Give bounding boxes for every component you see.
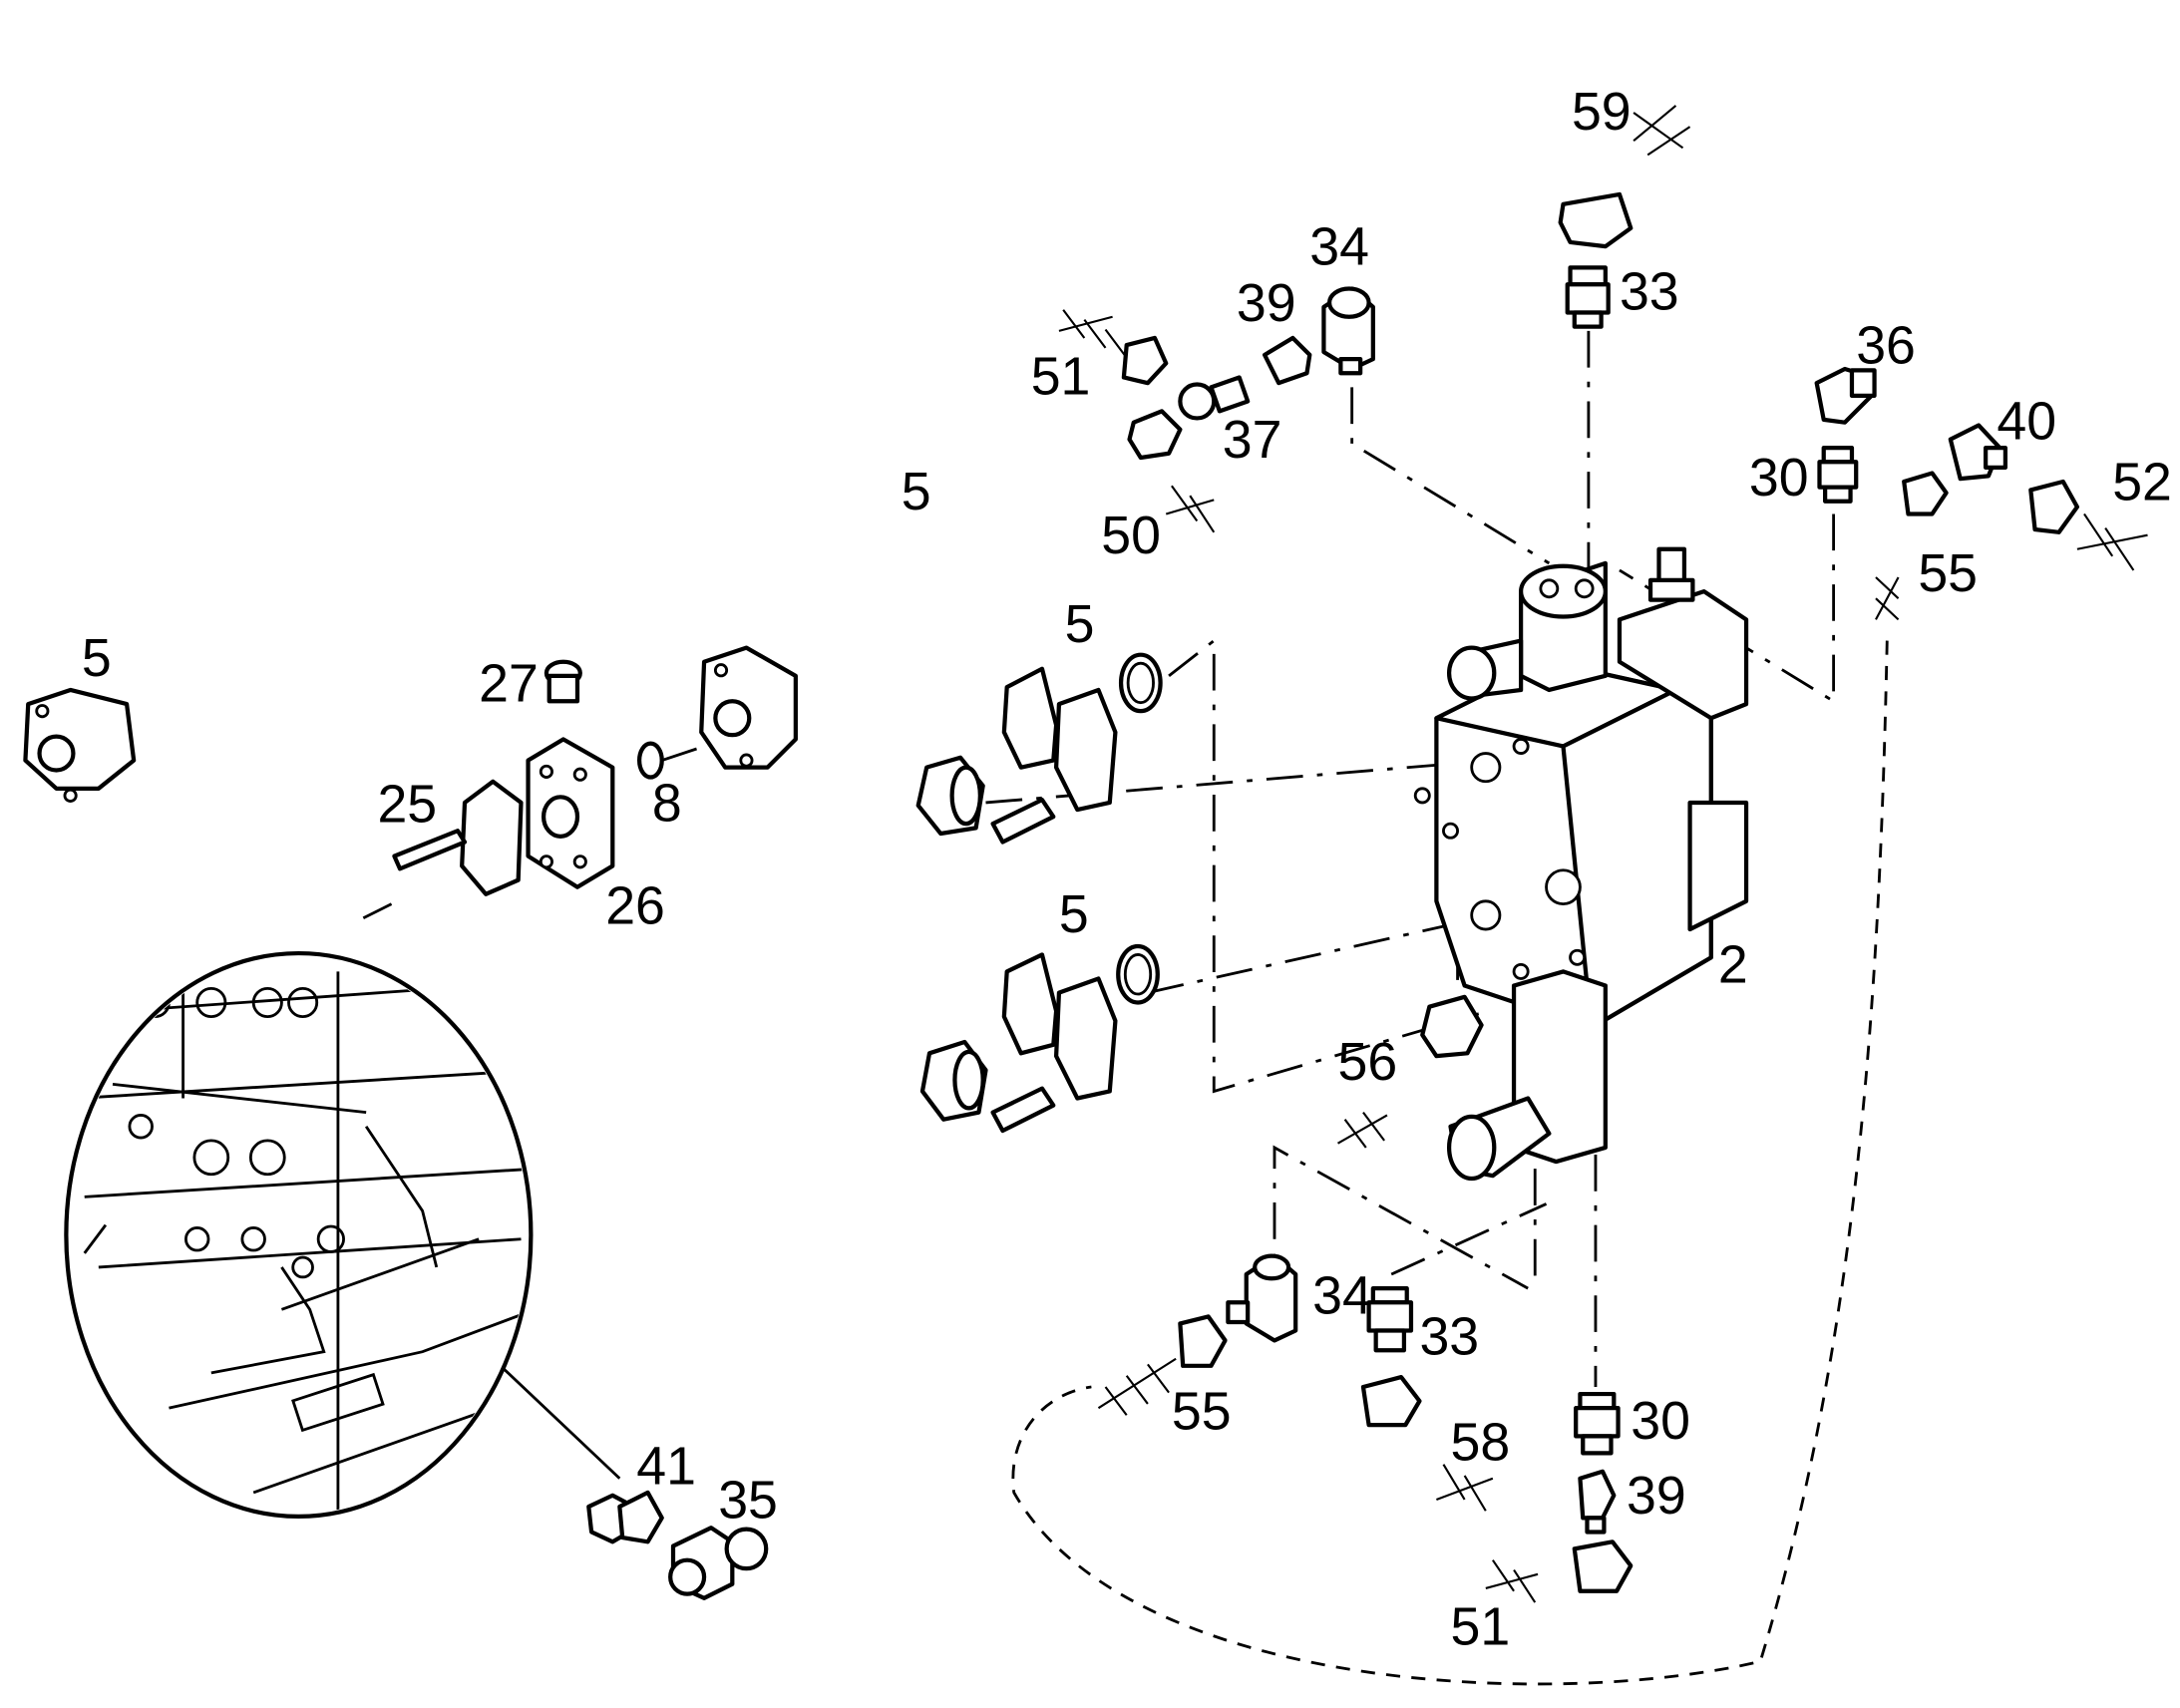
hose-5-upper [535, 195, 985, 874]
flange-clamp-upper [990, 652, 1163, 845]
callout-51-bottom: 51 [1451, 1596, 1511, 1656]
callout-39-top: 39 [1237, 273, 1296, 333]
callout-58: 58 [1451, 1412, 1511, 1472]
banjo-37 [1178, 375, 1251, 421]
hose-55-bottom [1080, 1314, 1228, 1416]
callout-33-top: 33 [1620, 262, 1679, 322]
adapter-39-top [1262, 335, 1312, 386]
callout-30-top: 30 [1749, 448, 1809, 508]
callout-5-flange-lower: 5 [1059, 884, 1089, 944]
callout-59: 59 [1572, 82, 1632, 142]
hose-51-bottom [1467, 1539, 1634, 1625]
tee-34-bottom [1226, 1253, 1298, 1343]
adapter-33-top [1565, 265, 1611, 329]
hose-50 [1121, 409, 1229, 538]
callout-40: 40 [1997, 392, 2056, 452]
callout-36: 36 [1856, 315, 1916, 375]
callout-33-bottom: 33 [1419, 1307, 1479, 1367]
callout-5-left: 5 [82, 628, 112, 688]
callout-56: 56 [1338, 1032, 1398, 1092]
flange-clamp-lower [990, 943, 1160, 1134]
callout-35: 35 [718, 1470, 778, 1530]
callout-55-bottom: 55 [1172, 1381, 1232, 1441]
hose-58 [1360, 1374, 1519, 1526]
callout-30-bottom: 30 [1631, 1391, 1690, 1451]
hose-5-left [23, 683, 988, 1196]
callout-34-top: 34 [1309, 217, 1369, 277]
callout-27: 27 [479, 653, 539, 713]
callout-25: 25 [377, 775, 437, 835]
adapter-39-bottom [1578, 1469, 1617, 1535]
callout-labels: 59 34 39 33 36 51 37 40 5 30 52 50 55 5 … [82, 82, 2172, 1656]
callout-5-top: 5 [902, 462, 931, 521]
adapter-30-bottom [1574, 1391, 1621, 1456]
adapter-33-bottom [1366, 1286, 1414, 1353]
callout-37: 37 [1223, 410, 1282, 470]
elbow-35 [668, 1526, 769, 1600]
callout-41: 41 [636, 1436, 696, 1496]
valve-block-2 [1413, 546, 1749, 1182]
callout-51-top: 51 [1031, 346, 1091, 406]
tee-34-top [1321, 286, 1375, 376]
callout-8: 8 [652, 773, 682, 833]
adapter-41 [586, 1490, 664, 1544]
callout-39-bottom: 39 [1627, 1466, 1686, 1526]
adapter-30-top [1817, 445, 1859, 504]
callout-2: 2 [1718, 935, 1748, 995]
hose-55-top [1873, 471, 1949, 637]
tee-40 [1948, 423, 2008, 482]
callout-52: 52 [2112, 452, 2172, 512]
hose-52 [2028, 479, 2173, 589]
callout-55-right: 55 [1918, 543, 1978, 603]
elbow-36 [1814, 366, 1877, 425]
inset-photo [64, 950, 534, 1520]
callout-26: 26 [605, 875, 665, 935]
hose-51-top [1040, 304, 1169, 386]
block-plate-assembly [392, 659, 664, 896]
hose-59 [1558, 101, 1701, 249]
hose-56 [1320, 994, 1484, 1149]
callout-34-bottom: 34 [1312, 1266, 1372, 1326]
callout-5-flange-upper: 5 [1065, 594, 1095, 654]
callout-50: 50 [1101, 506, 1161, 565]
